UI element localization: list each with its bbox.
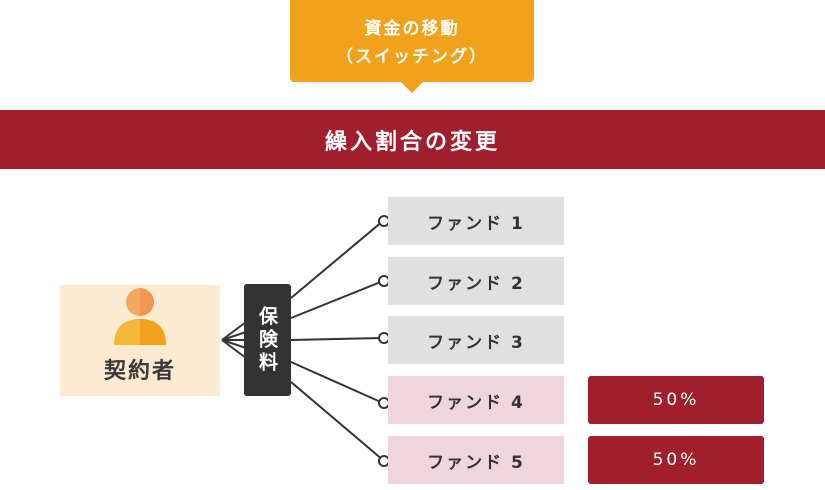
person-icon (114, 288, 166, 345)
fund-connector-3 (290, 337, 384, 341)
fund-4: ファンド 4 (388, 376, 564, 424)
fund-connector-4 (290, 361, 384, 404)
switching-callout: 資金の移動 （スイッチング） (290, 0, 534, 82)
fund-4-label: ファンド 4 (427, 392, 525, 413)
contractor-box: 契約者 (60, 285, 220, 396)
fund-connector-5 (290, 381, 384, 461)
fund-3: ファンド 3 (388, 316, 564, 364)
contractor-connector-5 (221, 339, 247, 359)
fund-5: ファンド 5 (388, 436, 564, 484)
fund-5-label: ファンド 5 (427, 452, 525, 473)
insurance-label: 保険料 (256, 305, 278, 375)
fund-connector-1 (290, 220, 384, 299)
banner-title: 繰入割合の変更 (324, 129, 500, 155)
contractor-label: 契約者 (103, 359, 176, 384)
fund-4-allocation-value: 50% (652, 390, 700, 410)
contractor-connector-4 (221, 339, 247, 349)
fund-connector-2 (290, 280, 384, 319)
fund-3-label: ファンド 3 (427, 332, 525, 353)
insurance-premium-box: 保険料 (244, 284, 291, 396)
fund-1-label: ファンド 1 (427, 213, 525, 234)
fund-1: ファンド 1 (388, 197, 564, 245)
fund-2: ファンド 2 (388, 257, 564, 305)
fund-5-allocation: 50% (588, 436, 764, 484)
allocation-change-banner: 繰入割合の変更 (0, 110, 825, 169)
fund-5-allocation-value: 50% (652, 450, 700, 470)
fund-4-allocation: 50% (588, 376, 764, 424)
callout-subtitle: （スイッチング） (336, 47, 488, 67)
contractor-connector-1 (221, 321, 247, 341)
fund-2-label: ファンド 2 (427, 273, 525, 294)
callout-pointer (400, 81, 424, 93)
contractor-connector-2 (221, 331, 247, 341)
callout-title: 資金の移動 (364, 19, 460, 39)
